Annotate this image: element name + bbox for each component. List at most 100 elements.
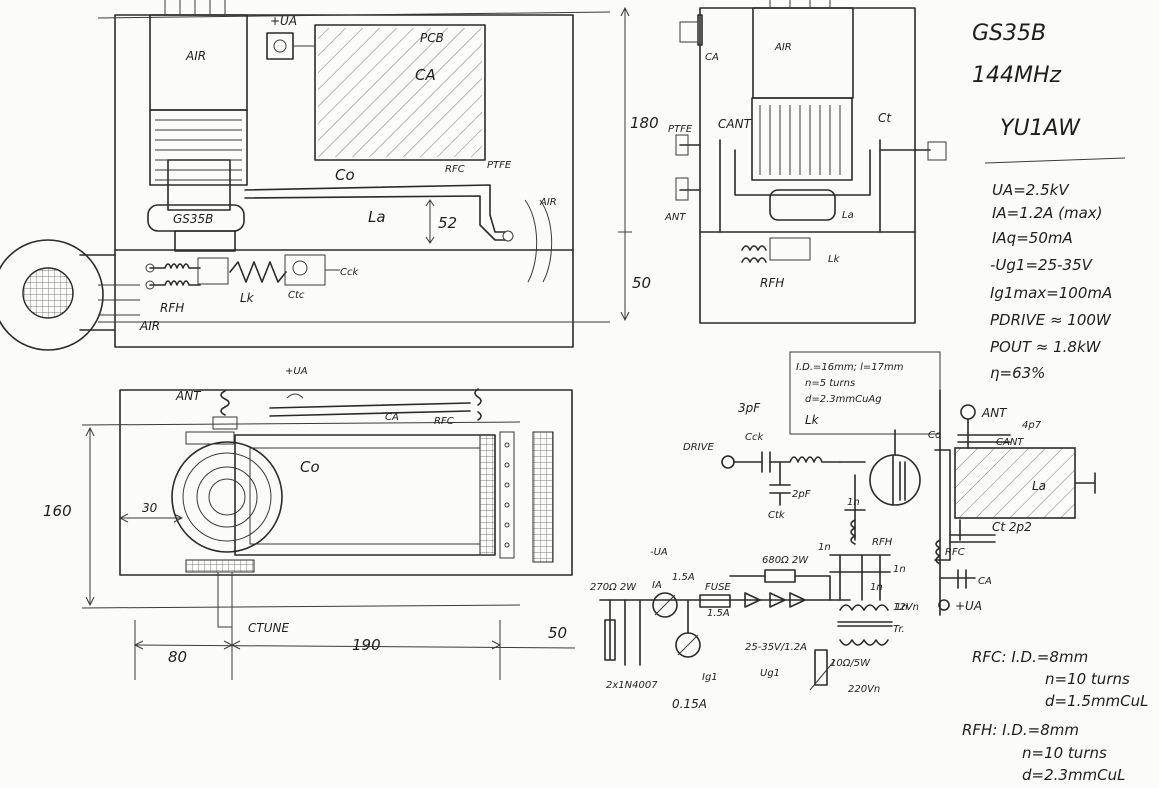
label-ca-plan: CA bbox=[385, 412, 399, 423]
side-section-view bbox=[618, 0, 947, 324]
label-ia-meter: IA bbox=[652, 580, 662, 591]
label-ug1: Ug1 bbox=[760, 668, 780, 679]
label-rfc-plan: RFC bbox=[434, 416, 454, 427]
label-12vn: 12Vn bbox=[893, 602, 919, 613]
label-tr: Tr. bbox=[893, 624, 905, 635]
dim-80: 80 bbox=[168, 648, 187, 666]
label-pcb: PCB bbox=[420, 31, 444, 45]
label-ptfe-top: PTFE bbox=[487, 160, 512, 171]
label-1n-a: 1n bbox=[847, 497, 860, 508]
side-chimney bbox=[752, 7, 854, 99]
label-r680: 680Ω 2W bbox=[762, 555, 809, 566]
schematic bbox=[599, 351, 1096, 691]
fuse bbox=[699, 594, 731, 608]
label-ua-sch: +UA bbox=[955, 599, 982, 613]
labels: GS35B 144MHz YU1AW UA=2.5kV IA=1.2A (max… bbox=[43, 14, 1149, 784]
ctc-capacitor bbox=[284, 254, 326, 286]
label-ant-plan: ANT bbox=[175, 389, 202, 403]
dim-50-plan: 50 bbox=[548, 624, 567, 642]
spec-ua: UA=2.5kV bbox=[992, 181, 1070, 199]
plan-enclosure bbox=[119, 389, 573, 576]
author-title: YU1AW bbox=[1000, 116, 1081, 141]
label-1n-b: 1n bbox=[818, 542, 831, 553]
label-lk-top: Lk bbox=[240, 291, 255, 305]
rfh-spec-n: n=10 turns bbox=[1022, 744, 1107, 762]
label-ctune: CTUNE bbox=[248, 621, 289, 635]
label-la-top: La bbox=[368, 208, 386, 226]
tube-symbol bbox=[869, 454, 921, 506]
rfh-spec-id: RFH: I.D.=8mm bbox=[962, 721, 1079, 739]
la-line bbox=[244, 184, 506, 241]
label-1n-d: 1n bbox=[870, 582, 883, 593]
label-cck-top: Cck bbox=[340, 267, 359, 278]
side-enclosure bbox=[699, 7, 916, 324]
label-cant-side: CANT bbox=[718, 117, 753, 131]
dim-50-side: 50 bbox=[632, 274, 651, 292]
label-diodes: 2x1N4007 bbox=[606, 680, 658, 691]
label-co-plan: Co bbox=[300, 458, 320, 476]
label-ctc-top: Ctc bbox=[288, 290, 305, 301]
front-section-view bbox=[0, 0, 611, 351]
label-ua-neg: -UA bbox=[650, 547, 668, 558]
co-capacitor bbox=[934, 449, 951, 561]
freq-title: 144MHz bbox=[972, 63, 1062, 88]
label-air-right: AIR bbox=[539, 197, 557, 208]
label-co-top: Co bbox=[335, 166, 355, 184]
cck-capacitor bbox=[761, 451, 771, 473]
label-cck-sch: Cck bbox=[745, 432, 764, 443]
label-rfh-side: RFH bbox=[760, 276, 784, 290]
label-ca-sch: CA bbox=[978, 576, 992, 587]
label-tube-top: GS35B bbox=[173, 212, 213, 226]
label-ua-plan: +UA bbox=[285, 366, 308, 377]
pcb-ca-plate bbox=[314, 24, 486, 161]
dim-52: 52 bbox=[438, 214, 457, 232]
pot-10ohm bbox=[814, 649, 828, 686]
rfh-coil-top bbox=[149, 263, 201, 269]
label-rfc-sch: RFC bbox=[945, 547, 965, 558]
label-r270: 270Ω 2W bbox=[590, 582, 637, 593]
label-ia-range: 1.5A bbox=[672, 572, 695, 583]
co-cavity bbox=[234, 434, 496, 556]
spec-iaq: IAq=50mA bbox=[992, 229, 1073, 247]
label-ant-sch: ANT bbox=[981, 406, 1008, 420]
label-1n-e: 1n bbox=[895, 602, 908, 613]
zener-chain bbox=[744, 592, 806, 608]
coil-note-n: n=5 turns bbox=[805, 378, 855, 389]
label-ct-side: Ct bbox=[878, 111, 892, 125]
spec-ug1: -Ug1=25-35V bbox=[990, 256, 1094, 274]
la-line-schematic bbox=[954, 447, 1076, 519]
label-lk-side: Lk bbox=[828, 254, 841, 265]
spec-ia: IA=1.2A (max) bbox=[992, 204, 1103, 222]
label-zener: 25-35V/1.2A bbox=[745, 642, 807, 653]
label-ptfe-side: PTFE bbox=[668, 124, 693, 135]
tube-anode-fins bbox=[149, 109, 248, 186]
label-rfc-top: RFC bbox=[445, 164, 465, 175]
label-3pf: 3pF bbox=[738, 401, 761, 415]
label-ctk: Ctk bbox=[768, 510, 786, 521]
spec-ig1max: Ig1max=100mA bbox=[990, 284, 1112, 302]
label-air-top: AIR bbox=[185, 49, 206, 63]
dim-160: 160 bbox=[43, 502, 72, 520]
label-drive: DRIVE bbox=[683, 442, 714, 453]
ia-meter bbox=[652, 592, 678, 618]
lk-schematic-coil bbox=[769, 456, 841, 463]
blower-fan bbox=[0, 239, 104, 351]
r270-resistor bbox=[604, 599, 616, 661]
rfc-spec-n: n=10 turns bbox=[1045, 670, 1130, 688]
label-220vn: 220Vn bbox=[848, 684, 880, 695]
label-ca-side: CA bbox=[705, 52, 719, 63]
label-ig1-range: 0.15A bbox=[672, 697, 707, 711]
label-cant-sch: CANT bbox=[996, 437, 1024, 448]
tube-plan-circle bbox=[171, 441, 283, 553]
rfc-spec-d: d=1.5mmCuL bbox=[1045, 692, 1149, 710]
drive-connector bbox=[721, 455, 735, 469]
side-anode-fins bbox=[751, 97, 853, 181]
label-2pf: 2pF bbox=[792, 489, 811, 500]
spec-pdrive: PDRIVE ≈ 100W bbox=[990, 311, 1112, 329]
label-ig1: Ig1 bbox=[702, 672, 718, 683]
ctune-shaft bbox=[217, 571, 233, 628]
transformer-secondary bbox=[839, 604, 889, 611]
label-1n-c: 1n bbox=[893, 564, 906, 575]
